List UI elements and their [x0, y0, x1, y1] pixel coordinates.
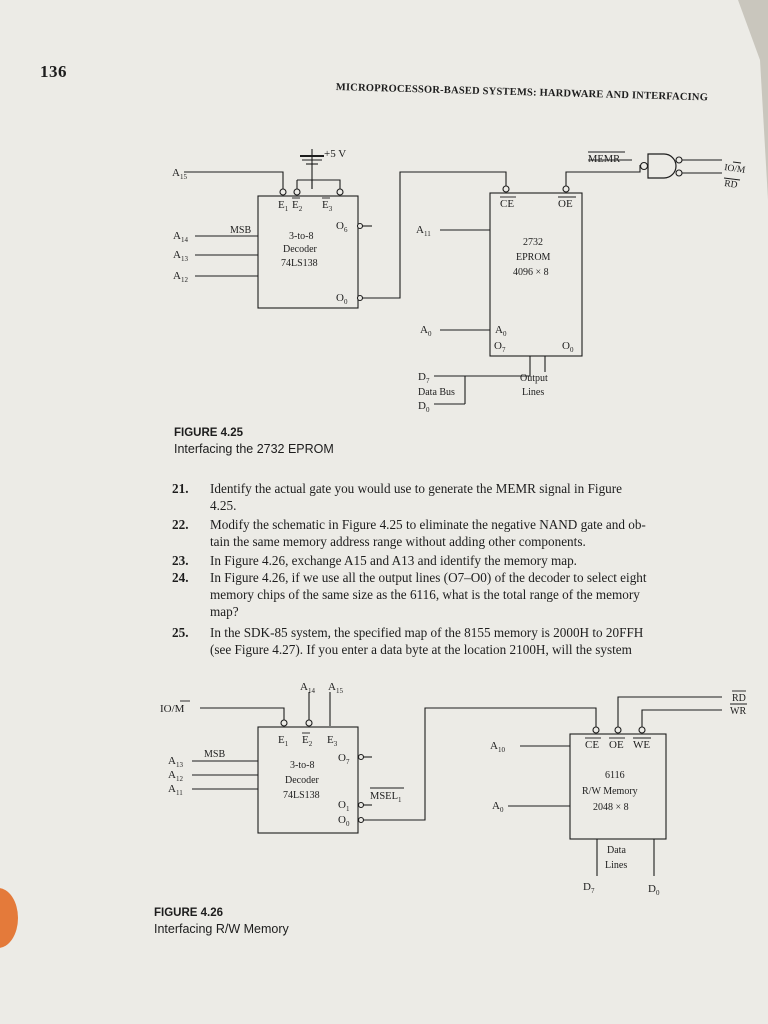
fig425-o0-label: O0 — [336, 292, 348, 306]
thumb-photo-artifact — [0, 888, 18, 948]
fig426-a11-label: A11 — [168, 783, 183, 797]
fig426-data-line2: Lines — [605, 860, 627, 871]
fig426-a15-label: A15 — [328, 681, 343, 695]
fig425-a0-inside-label: A0 — [495, 324, 507, 338]
fig425-rd-label: RD — [724, 179, 739, 191]
fig426-a0-label: A0 — [492, 800, 504, 814]
fig425-plus5v-label: +5 V — [324, 148, 346, 160]
question-number: 23. — [172, 553, 189, 568]
fig426-data-line1: Data — [607, 845, 626, 856]
fig426-a12-label: A12 — [168, 769, 183, 783]
fig425-a13-label: A13 — [173, 249, 188, 263]
figure-4-26-caption: FIGURE 4.26 Interfacing R/W Memory — [154, 905, 289, 937]
decoder-74ls138-box-2 — [257, 726, 359, 834]
fig426-a13-label: A13 — [168, 755, 183, 769]
fig425-output-line2: Lines — [522, 387, 544, 398]
fig426-iom-label: IO/M — [160, 703, 185, 715]
fig426-ce-label: CE — [585, 739, 599, 751]
fig425-a11-label: A11 — [416, 224, 431, 238]
fig425-decoder-line1: 3-to-8 — [289, 231, 313, 242]
fig425-eprom-line1: 2732 — [523, 237, 543, 248]
page-number: 136 — [40, 62, 67, 81]
question-number: 24. — [172, 570, 189, 585]
figure-4-25-caption: FIGURE 4.25 Interfacing the 2732 EPROM — [174, 425, 334, 457]
fig425-o0-eprom-label: O0 — [562, 340, 574, 354]
fig426-a10-label: A10 — [490, 740, 505, 754]
decoder-74ls138-box — [257, 195, 359, 309]
question-text-line: 4.25. — [210, 498, 237, 513]
fig426-a14-label: A14 — [300, 681, 315, 695]
fig425-o6-label: O6 — [336, 220, 348, 234]
question-number: 25. — [172, 625, 189, 640]
figure-4-26-caption-label: FIGURE 4.26 — [154, 907, 224, 919]
fig426-mem-line3: 2048 × 8 — [593, 802, 629, 813]
fig426-wr-label: WR — [730, 706, 746, 717]
fig426-e3-label: E3 — [327, 734, 338, 748]
question-text-line: map? — [210, 604, 239, 619]
fig425-eprom-line3: 4096 × 8 — [513, 267, 549, 278]
fig426-decoder-line2: Decoder — [285, 775, 320, 786]
fig425-o7-label: O7 — [494, 340, 506, 354]
fig426-mem-line1: 6116 — [605, 770, 625, 781]
fig426-d0-label: D0 — [648, 883, 660, 897]
question-text-line: memory chips of the same size as the 611… — [210, 587, 640, 602]
eprom-2732-box — [489, 192, 583, 357]
fig425-a15-label: A15 — [172, 167, 187, 181]
fig425-eprom-line2: EPROM — [516, 252, 551, 263]
fig425-msb-label: MSB — [230, 225, 251, 236]
fig426-d7-label: D7 — [583, 881, 595, 895]
fig426-o1-label: O1 — [338, 799, 350, 813]
fig425-e3-label: E3 — [322, 199, 333, 213]
fig426-msb-label: MSB — [204, 749, 225, 760]
fig426-decoder-line1: 3-to-8 — [290, 760, 314, 771]
figure-4-25-caption-text: Interfacing the 2732 EPROM — [174, 442, 334, 456]
figure-4-25-caption-label: FIGURE 4.25 — [174, 427, 244, 439]
question-text-line: Identify the actual gate you would use t… — [210, 481, 623, 496]
fig425-decoder-line2: Decoder — [283, 244, 318, 255]
fig425-decoder-line3: 74LS138 — [281, 258, 318, 269]
fig425-a0-left-label: A0 — [420, 324, 432, 338]
fig426-mem-line2: R/W Memory — [582, 786, 638, 797]
fig425-data-bus-label: Data Bus — [418, 387, 455, 398]
fig425-a14-label: A14 — [173, 230, 188, 244]
fig426-decoder-line3: 74LS138 — [283, 790, 320, 801]
question-text-line: Modify the schematic in Figure 4.25 to e… — [210, 517, 646, 532]
fig425-iom-label: IO/M — [724, 163, 747, 176]
fig425-oe-label: OE — [558, 198, 573, 210]
fig426-oe-label: OE — [609, 739, 624, 751]
fig426-e1-label: E1 — [278, 734, 289, 748]
fig425-d7-label: D7 — [418, 371, 430, 385]
fig425-d0-label: D0 — [418, 400, 430, 414]
question-text-line: tain the same memory address range witho… — [210, 534, 586, 549]
memory-6116-box — [569, 733, 667, 840]
question-text-line: In Figure 4.26, exchange A15 and A13 and… — [210, 553, 577, 568]
fig425-output-line1: Output — [520, 373, 548, 384]
fig425-e2-label: E2 — [292, 199, 303, 213]
question-text-line: In Figure 4.26, if we use all the output… — [210, 570, 647, 585]
question-text-line: In the SDK-85 system, the specified map … — [210, 625, 644, 640]
fig426-we-label: WE — [633, 739, 650, 751]
fig426-e2-label: E2 — [302, 734, 313, 748]
fig425-a12-label: A12 — [173, 270, 188, 284]
fig425-e1-label: E1 — [278, 199, 289, 213]
fig426-rd-label: RD — [732, 693, 746, 704]
question-number: 22. — [172, 517, 189, 532]
fig426-o7-label: O7 — [338, 752, 350, 766]
fig425-memr-label: MEMR — [588, 154, 620, 165]
question-text-line: (see Figure 4.27). If you enter a data b… — [210, 642, 632, 657]
fig426-msel-label: MSEL1 — [370, 791, 402, 804]
fig425-ce-label: CE — [500, 198, 514, 210]
figure-4-26-caption-text: Interfacing R/W Memory — [154, 922, 289, 936]
question-number: 21. — [172, 481, 189, 496]
fig426-o0-label: O0 — [338, 814, 350, 828]
